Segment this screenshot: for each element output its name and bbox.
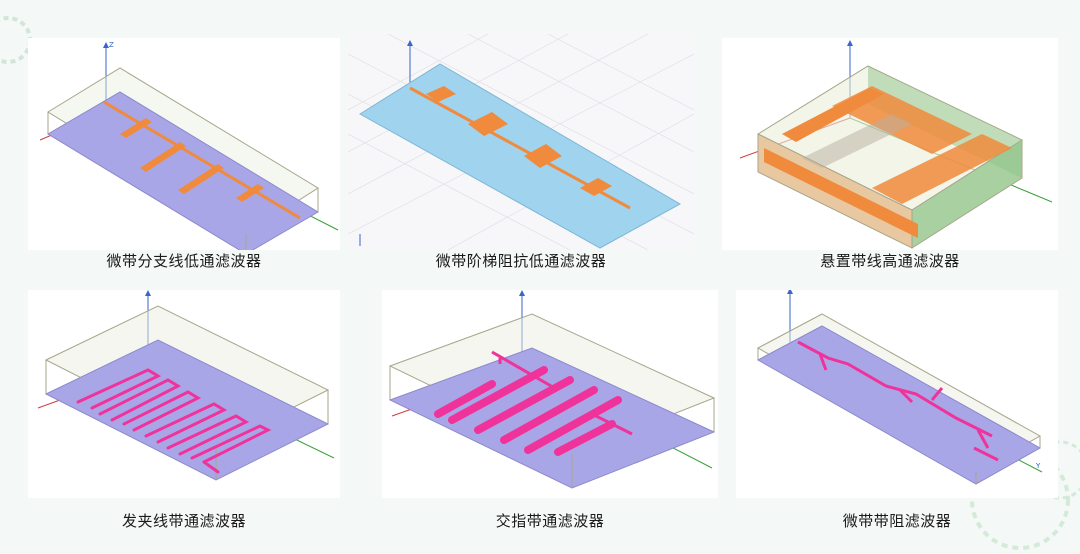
figure-panel-6: Y — [736, 290, 1058, 498]
branch-line-lowpass-model: Z — [39, 41, 339, 250]
hairpin-bandpass-model — [37, 290, 335, 481]
figure-caption-4: 发夹线带通滤波器 — [121, 512, 246, 530]
figure-panel-5 — [382, 290, 718, 498]
stepped-impedance-lowpass-model — [348, 34, 694, 250]
z-axis-label: Z — [109, 41, 114, 49]
bandstop-model: Y — [756, 290, 1043, 485]
figure-panel-4 — [28, 290, 340, 498]
figure-caption-1: 微带分支线低通滤波器 — [106, 252, 262, 270]
figure-panel-1: Z — [28, 38, 340, 250]
figure-caption-6: 微带带阻滤波器 — [842, 512, 952, 530]
y-axis-label: Y — [1035, 462, 1041, 470]
figure-caption-2: 微带阶梯阻抗低通滤波器 — [435, 252, 607, 270]
figure-panel-2 — [348, 34, 694, 250]
figure-caption-5: 交指带通滤波器 — [495, 512, 605, 530]
interdigital-bandpass-model — [388, 290, 716, 489]
suspended-stripline-highpass-model — [739, 40, 1053, 249]
figure-panel-3 — [722, 38, 1058, 250]
figure-caption-3: 悬置带线高通滤波器 — [820, 252, 960, 270]
